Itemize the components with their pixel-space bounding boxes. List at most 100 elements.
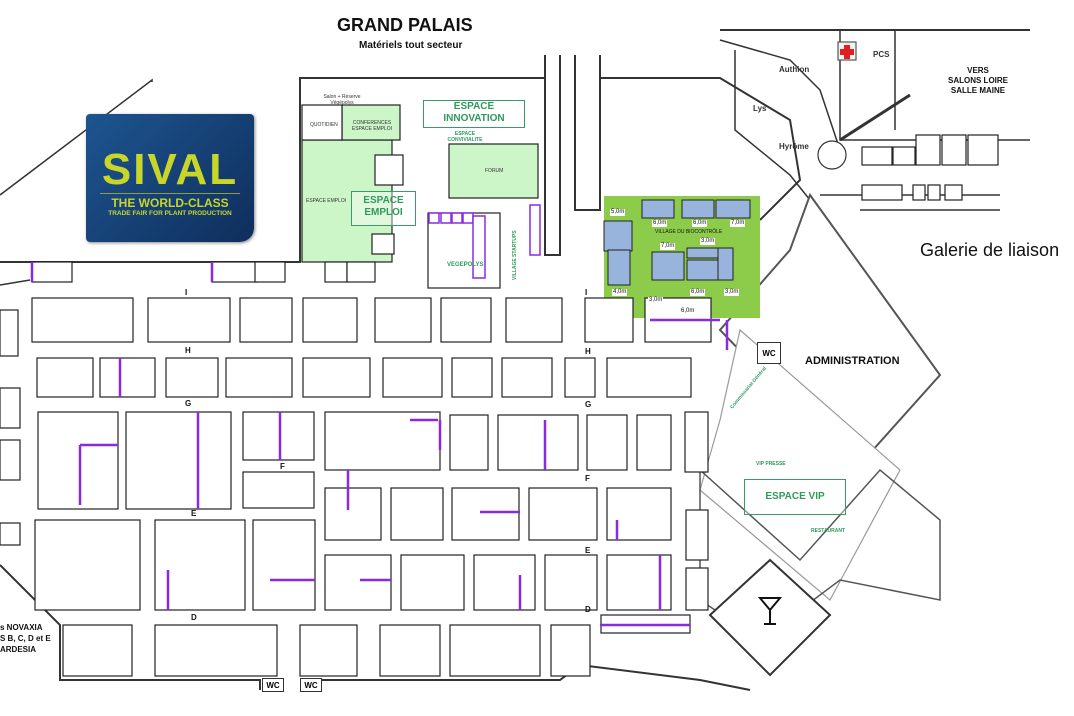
- stand[interactable]: [497, 414, 579, 471]
- stand[interactable]: [685, 509, 709, 561]
- stand[interactable]: [165, 357, 219, 398]
- stand[interactable]: [147, 297, 231, 343]
- stand[interactable]: [607, 249, 631, 286]
- stand[interactable]: [211, 261, 258, 283]
- stand[interactable]: [324, 487, 382, 541]
- stand[interactable]: [927, 184, 941, 201]
- stand[interactable]: [967, 134, 999, 166]
- stand[interactable]: [529, 204, 541, 256]
- stand[interactable]: [36, 357, 94, 398]
- stand[interactable]: [125, 411, 232, 510]
- stand[interactable]: [242, 411, 315, 461]
- stand[interactable]: [31, 297, 134, 343]
- stand[interactable]: [528, 487, 598, 541]
- dimension-label: 5,0m: [610, 209, 626, 216]
- stand[interactable]: [473, 554, 536, 611]
- stand[interactable]: [636, 414, 672, 471]
- stand[interactable]: [428, 212, 440, 224]
- stand[interactable]: [684, 411, 709, 473]
- logo-subtagline: TRADE FAIR FOR PLANT PRODUCTION: [108, 210, 232, 217]
- stand[interactable]: [451, 357, 493, 398]
- stand[interactable]: [31, 261, 73, 283]
- espace-vip-zone[interactable]: ESPACE VIP: [744, 479, 846, 515]
- wall: [719, 39, 841, 151]
- stand[interactable]: [239, 297, 293, 343]
- stand[interactable]: [302, 297, 358, 343]
- stand[interactable]: [449, 414, 489, 471]
- stand[interactable]: [861, 146, 893, 166]
- dimension-label: 3,0m: [700, 238, 716, 245]
- stand[interactable]: [861, 184, 903, 201]
- espace-convivialite-label: ESPACE CONVIVIALITE: [447, 131, 483, 143]
- stand[interactable]: [154, 624, 278, 677]
- stand[interactable]: [382, 357, 443, 398]
- stand[interactable]: [544, 554, 598, 611]
- stand[interactable]: [62, 624, 133, 677]
- stand[interactable]: [324, 554, 392, 611]
- stand[interactable]: [912, 184, 926, 201]
- stand[interactable]: [379, 624, 441, 677]
- stand[interactable]: [400, 554, 465, 611]
- stand[interactable]: [225, 357, 293, 398]
- stand[interactable]: [462, 212, 474, 224]
- stand[interactable]: [299, 624, 358, 677]
- forum-area: [448, 143, 539, 199]
- stand[interactable]: [584, 297, 634, 343]
- stand[interactable]: [944, 184, 963, 201]
- espace-emploi-zone[interactable]: ESPACE EMPLOI: [351, 191, 416, 226]
- espace-innovation-zone[interactable]: ESPACE INNOVATION: [423, 100, 525, 128]
- wc-bottom-right: WC: [300, 678, 322, 692]
- cocktail-icon: [757, 597, 783, 625]
- stand[interactable]: [606, 554, 672, 611]
- aisle-i: I: [185, 288, 188, 297]
- stand[interactable]: [715, 199, 751, 219]
- stand[interactable]: [252, 519, 316, 611]
- salon-reserve-label: Salon + Réserve Végépolys: [323, 94, 361, 106]
- stand[interactable]: [440, 297, 492, 343]
- stand[interactable]: [390, 487, 444, 541]
- stand[interactable]: [254, 261, 286, 283]
- stand[interactable]: [606, 357, 692, 398]
- stand[interactable]: [374, 297, 432, 343]
- stand[interactable]: [686, 247, 720, 259]
- espace-emploi-inner-label: ESPACE EMPLOI: [306, 198, 347, 204]
- stand[interactable]: [686, 259, 720, 281]
- stand[interactable]: [154, 519, 246, 611]
- aisle-h: H: [185, 346, 191, 355]
- stand[interactable]: [651, 251, 685, 281]
- stand[interactable]: [449, 624, 541, 677]
- stand[interactable]: [440, 212, 452, 224]
- stand[interactable]: [892, 146, 916, 166]
- stand[interactable]: [915, 134, 941, 166]
- stand[interactable]: [0, 387, 21, 429]
- stand[interactable]: [451, 487, 520, 541]
- vegepolys-label: VEGEPOLYS: [447, 262, 484, 268]
- stand[interactable]: [0, 439, 21, 481]
- stand[interactable]: [37, 411, 119, 510]
- stand[interactable]: [550, 624, 591, 677]
- stand[interactable]: [324, 411, 441, 471]
- stand[interactable]: [681, 199, 715, 219]
- stand[interactable]: [717, 247, 734, 281]
- aisle-g: G: [185, 399, 192, 408]
- stand[interactable]: [242, 471, 315, 509]
- stand[interactable]: [302, 357, 371, 398]
- stand[interactable]: [99, 357, 156, 398]
- stand[interactable]: [641, 199, 675, 219]
- stand[interactable]: [0, 522, 21, 546]
- wall-north-west: [0, 78, 153, 196]
- stand[interactable]: [472, 215, 486, 279]
- aisle-e: E: [191, 509, 197, 518]
- stand[interactable]: [564, 357, 596, 398]
- stand[interactable]: [505, 297, 563, 343]
- stand[interactable]: [0, 309, 19, 357]
- wall: [0, 279, 31, 286]
- stand[interactable]: [685, 567, 709, 611]
- stand[interactable]: [586, 414, 628, 471]
- stand[interactable]: [451, 212, 463, 224]
- stand[interactable]: [941, 134, 967, 166]
- stand[interactable]: [501, 357, 553, 398]
- stand[interactable]: [34, 519, 141, 611]
- dimension-label: 6,0m: [680, 308, 696, 315]
- stand[interactable]: [603, 220, 633, 252]
